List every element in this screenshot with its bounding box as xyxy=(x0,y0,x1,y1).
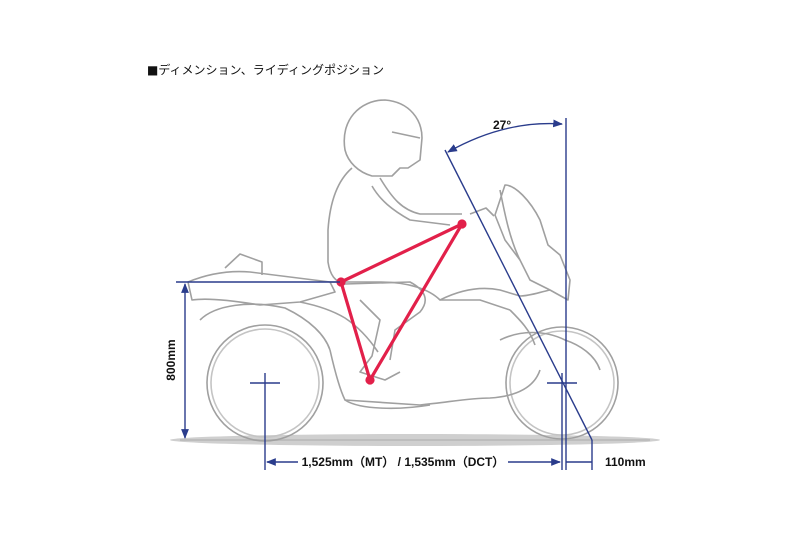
wheelbase-label: 1,525mm（MT） / 1,535mm（DCT） xyxy=(302,454,505,469)
motorcycle-outline xyxy=(187,184,619,442)
caster-dimension xyxy=(444,118,593,470)
seat-height-dimension xyxy=(176,281,340,439)
seat-height-label: 800mm xyxy=(164,339,178,380)
steering-axis-line xyxy=(444,149,593,441)
rider-outline xyxy=(327,99,462,381)
caster-angle-arc xyxy=(447,119,563,153)
riding-triangle xyxy=(336,219,467,385)
foot-point xyxy=(365,375,375,385)
axle-markers xyxy=(250,373,577,470)
trail-dimension xyxy=(566,440,593,470)
caster-angle-label: 27° xyxy=(493,118,511,132)
wheelbase-label-bg xyxy=(298,452,508,470)
diagram-title: ■ディメンション、ライディングポジション xyxy=(147,63,384,77)
trail-label: 110mm xyxy=(605,455,646,469)
hand-point xyxy=(457,219,467,229)
helmet xyxy=(343,99,423,177)
